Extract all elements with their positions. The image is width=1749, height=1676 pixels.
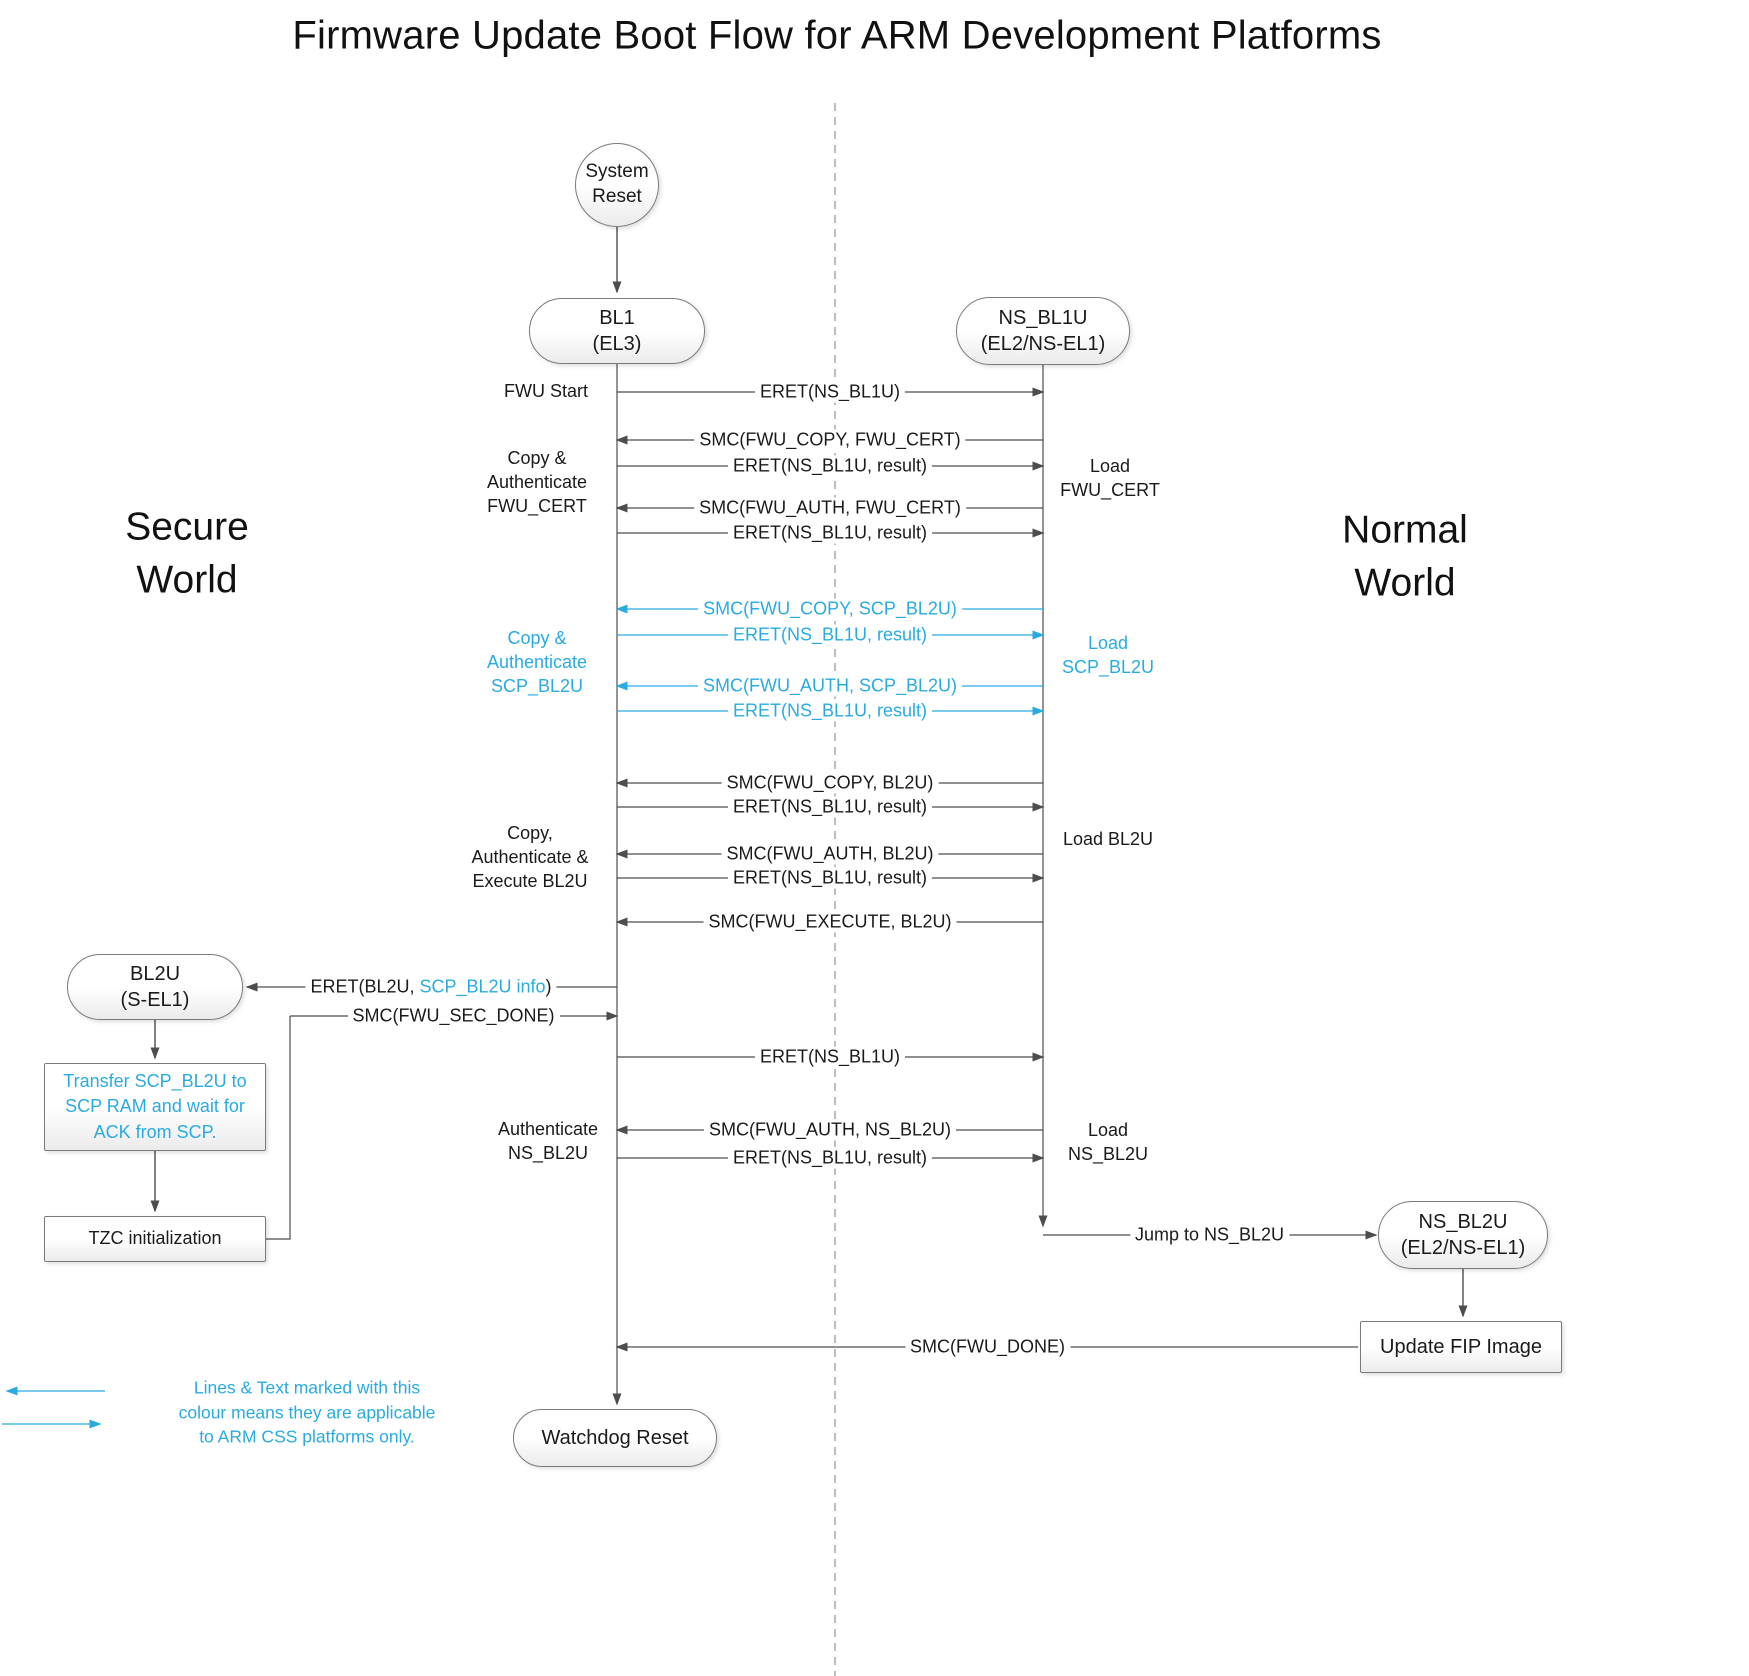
message-label-smc-fwu-auth-bl2u: SMC(FWU_AUTH, BL2U) — [721, 843, 939, 865]
node-bl1-line1: BL1 — [599, 307, 635, 329]
message-label-smc-fwu-done: SMC(FWU_DONE) — [905, 1336, 1070, 1358]
side-label-load-scp-bl2u: Load SCP_BL2U — [1061, 632, 1155, 677]
node-transfer-scp-bl2u: Transfer SCP_BL2U to SCP RAM and wait fo… — [44, 1063, 266, 1151]
node-ns-bl1u: NS_BL1U (EL2/NS-EL1) — [956, 297, 1130, 365]
message-label-eret-ns-bl1u-start: ERET(NS_BL1U) — [754, 381, 906, 403]
side-label-fwu-start: FWU Start — [504, 380, 588, 401]
node-tzc-initialization: TZC initialization — [44, 1216, 266, 1262]
side-label-load-bl2u: Load BL2U — [1062, 828, 1154, 849]
message-label-eret-result-1: ERET(NS_BL1U, result) — [727, 455, 933, 477]
side-label-copy-auth-execute-bl2u: Copy, Authenticate & Execute BL2U — [471, 822, 589, 892]
node-transfer-scp-bl2u-text: Transfer SCP_BL2U to SCP RAM and wait fo… — [63, 1071, 247, 1142]
node-system-reset-line2: Reset — [592, 186, 642, 207]
node-update-fip-image: Update FIP Image — [1360, 1321, 1562, 1373]
node-watchdog-reset: Watchdog Reset — [513, 1409, 717, 1467]
message-label-smc-fwu-copy-fwu-cert: SMC(FWU_COPY, FWU_CERT) — [694, 429, 966, 451]
side-label-copy-auth-fwu-cert: Copy & Authenticate FWU_CERT — [486, 447, 588, 517]
diagram-title: Firmware Update Boot Flow for ARM Develo… — [292, 13, 1382, 58]
side-label-authenticate-ns-bl2u: Authenticate NS_BL2U — [497, 1118, 599, 1163]
message-label-smc-fwu-execute-bl2u: SMC(FWU_EXECUTE, BL2U) — [703, 911, 957, 933]
node-ns-bl2u-line1: NS_BL2U — [1418, 1211, 1508, 1233]
message-label-eret-ns-bl1u-2: ERET(NS_BL1U) — [754, 1046, 906, 1068]
message-label-eret-result-4: ERET(NS_BL1U, result) — [727, 700, 933, 722]
message-label-smc-fwu-auth-scp-bl2u: SMC(FWU_AUTH, SCP_BL2U) — [697, 675, 963, 697]
side-label-load-fwu-cert: Load FWU_CERT — [1060, 455, 1160, 500]
eret-bl2u-part3: ) — [545, 976, 552, 997]
node-ns-bl2u-line2: (EL2/NS-EL1) — [1400, 1237, 1526, 1259]
node-system-reset: System Reset — [575, 143, 659, 227]
message-label-eret-result-6: ERET(NS_BL1U, result) — [727, 867, 933, 889]
secure-world-label: Secure World — [125, 505, 249, 601]
node-bl2u-line1: BL2U — [129, 963, 181, 985]
node-watchdog-reset-label: Watchdog Reset — [541, 1427, 689, 1449]
normal-world-label: Normal World — [1342, 508, 1468, 604]
message-label-smc-fwu-sec-done: SMC(FWU_SEC_DONE) — [347, 1005, 560, 1027]
message-label-eret-result-7: ERET(NS_BL1U, result) — [727, 1147, 933, 1169]
message-label-smc-fwu-copy-scp-bl2u: SMC(FWU_COPY, SCP_BL2U) — [698, 598, 962, 620]
node-bl2u-line2: (S-EL1) — [120, 989, 190, 1011]
node-bl1: BL1 (EL3) — [529, 298, 705, 364]
node-ns-bl1u-line2: (EL2/NS-EL1) — [980, 333, 1106, 355]
message-label-smc-fwu-copy-bl2u: SMC(FWU_COPY, BL2U) — [721, 772, 939, 794]
node-tzc-initialization-text: TZC initialization — [88, 1228, 222, 1249]
legend-text: Lines & Text marked with this colour mea… — [178, 1377, 436, 1447]
side-label-copy-auth-scp-bl2u: Copy & Authenticate SCP_BL2U — [486, 627, 588, 697]
message-label-jump-to-ns-bl2u: Jump to NS_BL2U — [1129, 1224, 1290, 1246]
node-ns-bl1u-line1: NS_BL1U — [998, 307, 1088, 329]
message-label-eret-result-2: ERET(NS_BL1U, result) — [727, 522, 933, 544]
message-label-eret-bl2u: ERET(BL2U, SCP_BL2U info) — [305, 976, 557, 998]
message-label-eret-result-3: ERET(NS_BL1U, result) — [727, 624, 933, 646]
eret-bl2u-part1: ERET(BL2U, — [310, 976, 420, 997]
node-bl1-line2: (EL3) — [592, 333, 642, 355]
eret-bl2u-part2: SCP_BL2U info — [419, 976, 546, 997]
node-bl2u: BL2U (S-EL1) — [67, 954, 243, 1020]
node-update-fip-image-text: Update FIP Image — [1380, 1336, 1542, 1358]
node-system-reset-line1: System — [585, 161, 649, 183]
node-ns-bl2u: NS_BL2U (EL2/NS-EL1) — [1378, 1201, 1548, 1269]
side-label-load-ns-bl2u: Load NS_BL2U — [1067, 1119, 1149, 1164]
message-label-eret-result-5: ERET(NS_BL1U, result) — [727, 796, 933, 818]
message-label-smc-fwu-auth-ns-bl2u: SMC(FWU_AUTH, NS_BL2U) — [703, 1119, 957, 1141]
message-label-smc-fwu-auth-fwu-cert: SMC(FWU_AUTH, FWU_CERT) — [694, 497, 966, 519]
tzc-to-smc-connector — [266, 1016, 291, 1240]
